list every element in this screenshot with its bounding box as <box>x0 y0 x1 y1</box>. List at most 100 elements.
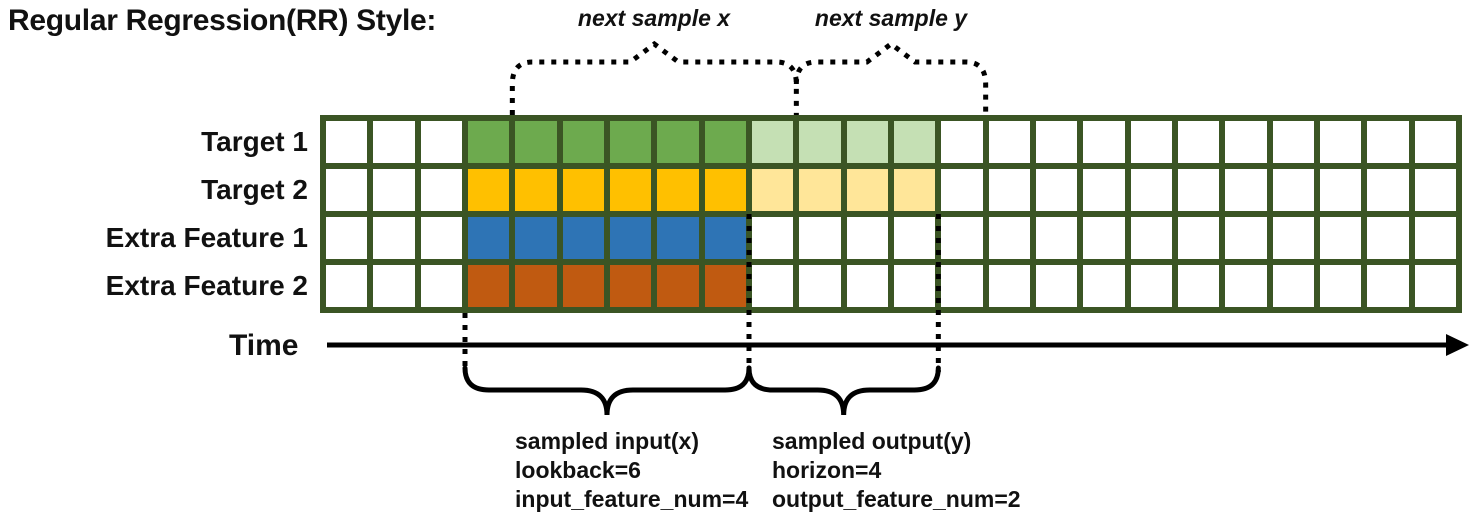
sampled-output-line-1: sampled output(y) <box>772 428 972 454</box>
grid-cell <box>1367 217 1409 259</box>
grid-cell <box>609 217 652 259</box>
grid-cell <box>1177 121 1220 163</box>
grid-cell <box>609 169 652 211</box>
grid-cell <box>941 217 983 259</box>
grid-cell <box>562 121 604 163</box>
sampled-input-line-2: lookback=6 <box>515 457 641 483</box>
grid-cell <box>420 121 462 163</box>
grid-cell <box>1367 169 1409 211</box>
next-sample-y-label: next sample y <box>814 5 968 31</box>
next-sample-y-brace <box>793 40 989 115</box>
grid-cell <box>941 121 983 163</box>
sampled-input-text: sampled input(x) lookback=6 input_featur… <box>515 427 748 514</box>
grid-cell <box>420 217 462 259</box>
grid-cell <box>1225 169 1267 211</box>
grid-cell <box>515 217 557 259</box>
grid-cell <box>609 121 652 163</box>
grid-cell <box>1130 169 1172 211</box>
grid-cell <box>893 169 936 211</box>
grid-cell <box>1319 121 1362 163</box>
grid-cell <box>657 265 699 307</box>
grid-cell <box>1035 121 1078 163</box>
grid-cell <box>609 265 652 307</box>
grid-cell <box>373 217 415 259</box>
grid-cell <box>751 121 794 163</box>
grid-cell <box>893 265 936 307</box>
grid-cell <box>1414 217 1456 259</box>
time-axis-arrowhead <box>1446 334 1469 356</box>
grid-cell <box>1414 265 1456 307</box>
grid-cell <box>704 169 746 211</box>
grid-cell <box>751 169 794 211</box>
grid-cell <box>1130 217 1172 259</box>
grid-cell <box>988 265 1030 307</box>
grid-cell <box>846 217 888 259</box>
diagram-title: Regular Regression(RR) Style: <box>8 4 437 37</box>
grid-cell <box>1225 265 1267 307</box>
grid-cell <box>941 265 983 307</box>
grid-cell <box>373 265 415 307</box>
grid-cell <box>704 217 746 259</box>
grid-cell <box>799 265 841 307</box>
grid-cell <box>1319 217 1362 259</box>
grid-cell <box>1272 169 1314 211</box>
row-label-2: Target 2 <box>201 174 308 205</box>
grid-cell <box>420 169 462 211</box>
grid-cell <box>562 169 604 211</box>
grid-cell <box>988 169 1030 211</box>
grid-cell <box>373 121 415 163</box>
row-label-3: Extra Feature 1 <box>105 222 308 253</box>
grid-cell <box>846 121 888 163</box>
row-label-1: Target 1 <box>201 126 308 157</box>
next-sample-x-label: next sample x <box>577 5 731 31</box>
grid-cell <box>467 217 510 259</box>
grid-cell <box>326 121 368 163</box>
grid-cell <box>657 217 699 259</box>
grid-cell <box>799 217 841 259</box>
grid-cell <box>751 217 794 259</box>
sampled-input-line-1: sampled input(x) <box>515 428 700 454</box>
grid-cell <box>846 265 888 307</box>
grid-cell <box>1177 169 1220 211</box>
grid-cell <box>1083 217 1125 259</box>
grid-cell <box>373 169 415 211</box>
grid-cell <box>751 265 794 307</box>
sample-grid <box>320 115 1462 313</box>
grid-cell <box>988 121 1030 163</box>
row-label-4: Extra Feature 2 <box>105 270 308 301</box>
grid-cell <box>1225 217 1267 259</box>
grid-cell <box>467 169 510 211</box>
grid-cell <box>1083 121 1125 163</box>
time-axis-label: Time <box>229 329 299 362</box>
grid-cell <box>467 121 510 163</box>
sampled-output-brace <box>746 365 941 416</box>
grid-cell <box>515 265 557 307</box>
grid-cell <box>1083 169 1125 211</box>
grid-cell <box>988 217 1030 259</box>
grid-cell <box>515 169 557 211</box>
next-sample-x-brace <box>509 40 799 115</box>
grid-cell <box>1083 265 1125 307</box>
sampled-input-line-3: input_feature_num=4 <box>515 486 749 512</box>
grid-cell <box>515 121 557 163</box>
grid-cell <box>1035 169 1078 211</box>
grid-cell <box>326 265 368 307</box>
grid-cell <box>799 121 841 163</box>
grid-cell <box>1035 217 1078 259</box>
grid-cell <box>1367 265 1409 307</box>
grid-cell <box>562 217 604 259</box>
grid-cell <box>562 265 604 307</box>
grid-cell <box>657 121 699 163</box>
grid-cell <box>1319 169 1362 211</box>
grid-cell <box>1319 265 1362 307</box>
grid-cell <box>1414 169 1456 211</box>
grid-cell <box>704 121 746 163</box>
sampled-input-brace <box>462 365 752 416</box>
grid-cell <box>1272 217 1314 259</box>
grid-cell <box>1130 121 1172 163</box>
grid-cell <box>1177 217 1220 259</box>
grid-cell <box>893 121 936 163</box>
grid-cell <box>326 169 368 211</box>
grid-cell <box>467 265 510 307</box>
